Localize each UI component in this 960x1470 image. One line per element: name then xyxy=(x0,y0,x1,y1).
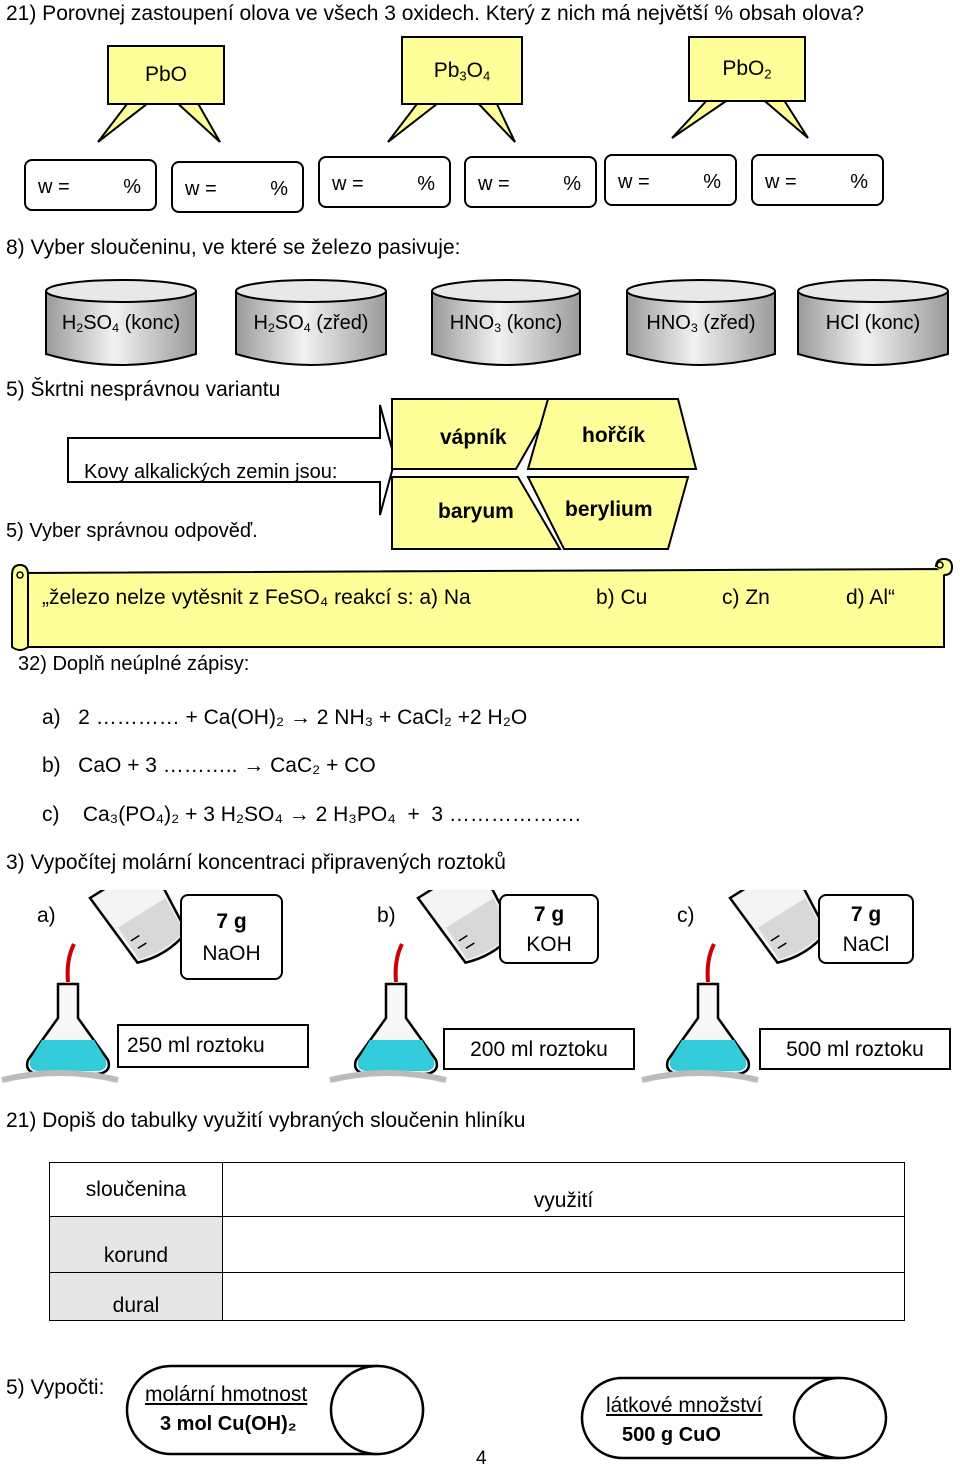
oxide-box-pbo: PbO xyxy=(107,45,225,105)
scroll-text: „železo nelze vytěsnit z FeSO₄ reakcí s:… xyxy=(42,586,471,609)
q5-choose-question: 5) Vyber správnou odpověď. xyxy=(6,520,258,542)
arrow-shape xyxy=(67,404,397,516)
q5-cross-question: 5) Škrtni nesprávnou variantu xyxy=(6,378,281,401)
w-label: w = xyxy=(618,171,650,193)
task2-value: 500 g CuO xyxy=(622,1424,721,1446)
item-letter-a: a) xyxy=(37,904,56,927)
q5-calc-question: 5) Vypočti: xyxy=(6,1376,105,1399)
formula-part: PbO xyxy=(144,63,188,86)
q21-table-question: 21) Dopiš do tabulky využití vybraných s… xyxy=(6,1109,526,1132)
mass-box-b: 7 g KOH xyxy=(499,894,599,964)
formula-part: Pb xyxy=(433,59,460,82)
calc-capsule-2 xyxy=(580,1376,888,1460)
w-field-5[interactable]: w =% xyxy=(604,154,737,206)
table-header-use: využití xyxy=(222,1162,905,1217)
formula-part: O xyxy=(466,59,484,82)
table-answer-cell[interactable] xyxy=(222,1272,905,1321)
equation-a: a) 2 ………… + Ca(OH)₂ → 2 NH₃ + CaCl₂ +2 H… xyxy=(42,706,528,729)
mass-box-c: 7 g NaCl xyxy=(818,894,914,964)
option-vapnik[interactable]: vápník xyxy=(440,426,507,449)
oxide-formula: PbO2 xyxy=(690,38,804,100)
calc-capsule-1 xyxy=(125,1364,425,1456)
option-shape-horcik[interactable] xyxy=(526,398,698,470)
formula-part: PbO xyxy=(722,57,765,80)
mass-value: 7 g xyxy=(216,910,247,933)
option-horcik[interactable]: hořčík xyxy=(582,424,646,447)
oxide-box-pb3o4: Pb3O4 xyxy=(401,36,523,105)
equation-c: c) Ca₃(PO₄)₂ + 3 H₂SO₄ → 2 H₃PO₄ + 3 ………… xyxy=(42,803,581,826)
substance-name: KOH xyxy=(526,933,572,956)
percent-label: % xyxy=(563,173,581,195)
arrow-label: Kovy alkalických zemin jsou: xyxy=(84,461,338,483)
formula-subscript: 4 xyxy=(483,68,491,84)
page-number: 4 xyxy=(476,1448,487,1469)
w-label: w = xyxy=(478,173,510,195)
percent-label: % xyxy=(123,176,141,198)
option-c-zn[interactable]: c) Zn xyxy=(722,586,770,609)
table-answer-cell[interactable] xyxy=(222,1216,905,1273)
acid-cylinders xyxy=(45,279,949,366)
item-letter-c: c) xyxy=(677,904,695,927)
acid-option-h2so4-konc[interactable]: H2SO4 (konc) xyxy=(61,312,181,336)
volume-box-a: 250 ml roztoku xyxy=(117,1024,309,1068)
table-row-label: dural xyxy=(49,1272,223,1321)
q32-question: 32) Doplň neúplné zápisy: xyxy=(18,653,250,675)
option-berylium[interactable]: berylium xyxy=(565,498,653,521)
w-field-2[interactable]: w =% xyxy=(171,161,304,213)
cylinder xyxy=(45,279,197,366)
option-shape-berylium[interactable] xyxy=(526,476,690,550)
percent-label: % xyxy=(703,171,721,193)
cylinder xyxy=(797,279,949,366)
option-parallelograms xyxy=(391,398,698,550)
percent-label: % xyxy=(417,173,435,195)
w-field-6[interactable]: w =% xyxy=(751,154,884,206)
mass-box-a: 7 g NaOH xyxy=(180,894,283,980)
task2-title: látkové množství xyxy=(606,1394,763,1417)
cylinder xyxy=(626,279,776,366)
w-field-4[interactable]: w =% xyxy=(464,156,597,208)
acid-option-hno3-zred[interactable]: HNO3 (zřed) xyxy=(646,312,756,336)
q21-question: 21) Porovnej zastoupení olova ve všech 3… xyxy=(6,2,864,25)
item-letter-b: b) xyxy=(377,904,396,927)
volume-box-b: 200 ml roztoku xyxy=(443,1028,635,1070)
task1-title: molární hmotnost xyxy=(145,1383,308,1406)
substance-name: NaCl xyxy=(842,933,890,956)
acid-option-hno3-konc[interactable]: HNO3 (konc) xyxy=(449,312,563,336)
oxide-formula: Pb3O4 xyxy=(403,38,521,103)
w-label: w = xyxy=(38,176,70,198)
percent-label: % xyxy=(850,171,868,193)
mass-value: 7 g xyxy=(533,903,565,926)
mass-value: 7 g xyxy=(850,903,882,926)
volume-box-c: 500 ml roztoku xyxy=(759,1028,951,1070)
w-label: w = xyxy=(332,173,364,195)
formula-subscript: 3 xyxy=(459,68,467,84)
w-field-3[interactable]: w =% xyxy=(318,156,451,208)
acid-option-h2so4-zred[interactable]: H2SO4 (zřed) xyxy=(253,312,369,336)
w-label: w = xyxy=(185,178,217,200)
q3-question: 3) Vypočítej molární koncentraci připrav… xyxy=(6,851,506,874)
percent-label: % xyxy=(270,178,288,200)
table-row-label: korund xyxy=(49,1216,223,1273)
uses-table: sloučenina využití korund dural xyxy=(49,1162,905,1321)
cylinder xyxy=(235,279,387,366)
option-shape-baryum[interactable] xyxy=(391,476,562,550)
cylinder xyxy=(431,279,581,366)
w-field-1[interactable]: w =% xyxy=(24,159,157,211)
table-header-compound: sloučenina xyxy=(49,1162,223,1217)
oxide-formula: PbO xyxy=(109,47,223,103)
q8-question: 8) Vyber sloučeninu, ve které se železo … xyxy=(6,236,461,259)
option-shape-vapnik[interactable] xyxy=(391,398,558,470)
option-d-al[interactable]: d) Al“ xyxy=(846,586,896,609)
option-b-cu[interactable]: b) Cu xyxy=(596,586,648,609)
task1-value: 3 mol Cu(OH)₂ xyxy=(160,1413,297,1435)
formula-subscript: 2 xyxy=(764,66,772,82)
option-baryum[interactable]: baryum xyxy=(438,500,514,523)
scroll-banner xyxy=(11,557,954,651)
equation-b: b) CaO + 3 ……….. → CaC₂ + CO xyxy=(42,754,376,777)
acid-option-hcl-konc[interactable]: HCl (konc) xyxy=(825,312,921,334)
w-label: w = xyxy=(765,171,797,193)
substance-name: NaOH xyxy=(202,942,261,965)
oxide-box-pbo2: PbO2 xyxy=(688,36,806,102)
